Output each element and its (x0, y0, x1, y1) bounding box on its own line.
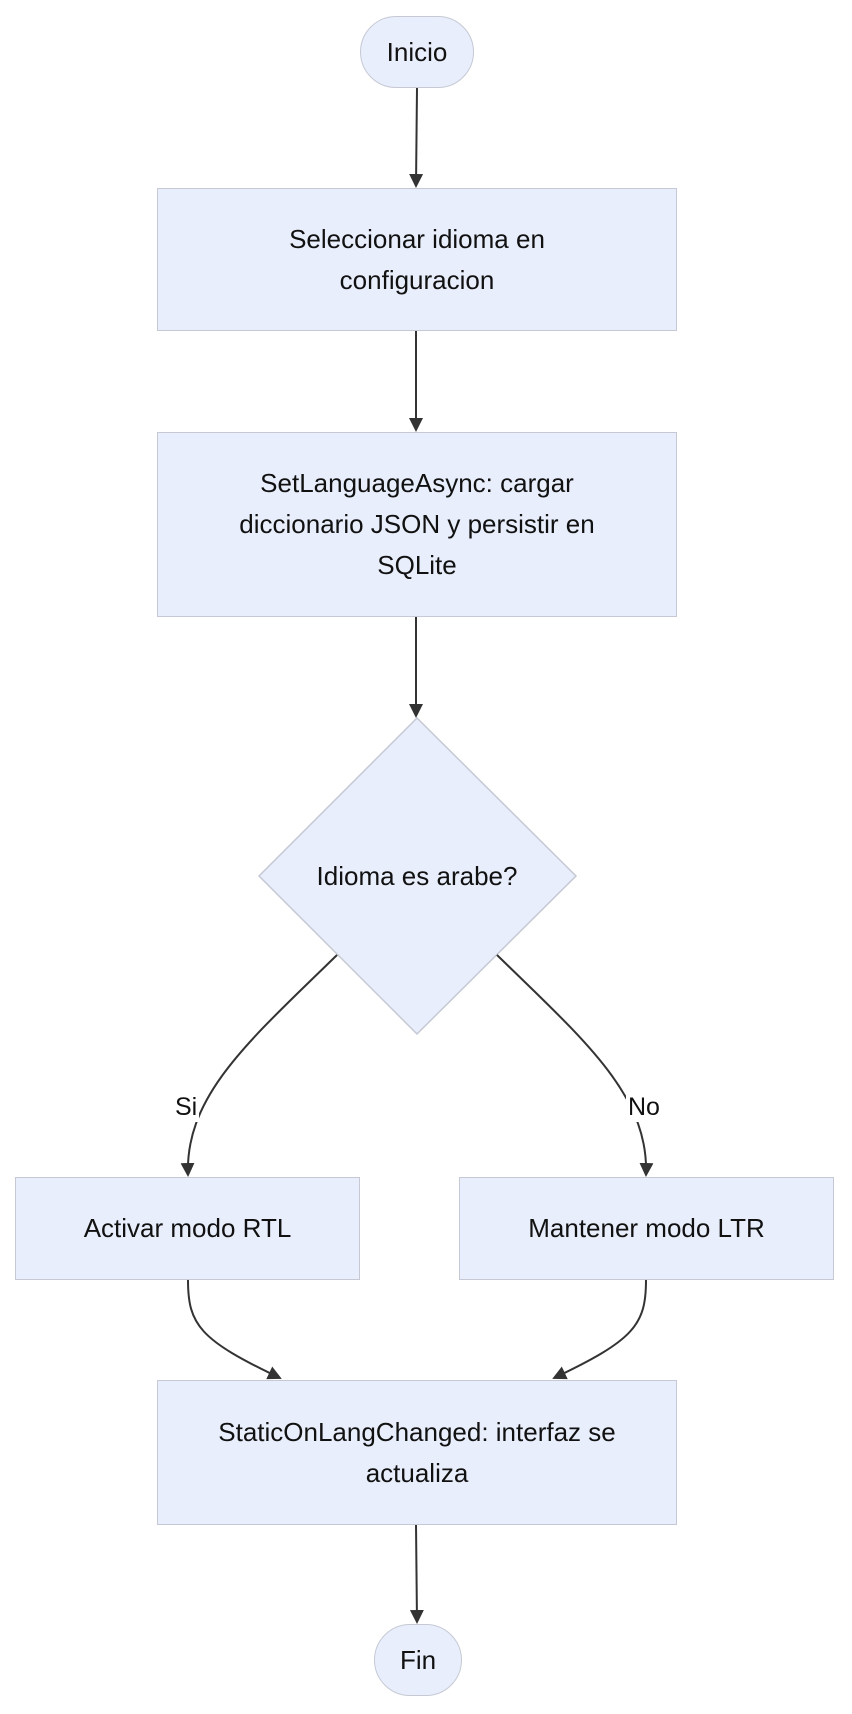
decision-diamond-shape (257, 716, 578, 1036)
edge-label-si: Si (173, 1092, 200, 1122)
node-mantener-ltr-label: Mantener modo LTR (528, 1213, 765, 1243)
edge-ltr-to-static-changed (552, 1279, 647, 1380)
node-set-language-async: SetLanguageAsync: cargar diccionario JSO… (157, 432, 677, 617)
node-decision-label: Idioma es arabe? (316, 860, 518, 891)
node-seleccionar-idioma-label: Seleccionar idioma en configuracion (289, 223, 545, 295)
node-fin-label: Fin (399, 1644, 437, 1675)
node-activar-rtl: Activar modo RTL (15, 1177, 360, 1280)
node-mantener-ltr: Mantener modo LTR (459, 1177, 834, 1280)
edge-decision-to-rtl (180, 954, 338, 1177)
edge-decision-to-ltr (496, 954, 654, 1177)
node-inicio: Inicio (360, 16, 474, 88)
node-inicio-label: Inicio (386, 36, 448, 67)
edge-rtl-to-static-changed (187, 1279, 282, 1380)
edge-inicio-to-seleccionar (409, 87, 424, 188)
node-set-language-async-label: SetLanguageAsync: cargar diccionario JSO… (239, 468, 595, 580)
node-static-on-lang-changed: StaticOnLangChanged: interfaz se actuali… (157, 1380, 677, 1525)
edge-static-changed-to-fin (409, 1523, 424, 1624)
node-static-on-lang-changed-label: StaticOnLangChanged: interfaz se actuali… (218, 1416, 616, 1488)
node-fin: Fin (374, 1624, 462, 1696)
node-activar-rtl-label: Activar modo RTL (83, 1213, 292, 1243)
node-seleccionar-idioma: Seleccionar idioma en configuracion (157, 188, 677, 331)
edge-label-no: No (626, 1092, 662, 1122)
decision-label-container: Idioma es arabe? (269, 856, 565, 896)
